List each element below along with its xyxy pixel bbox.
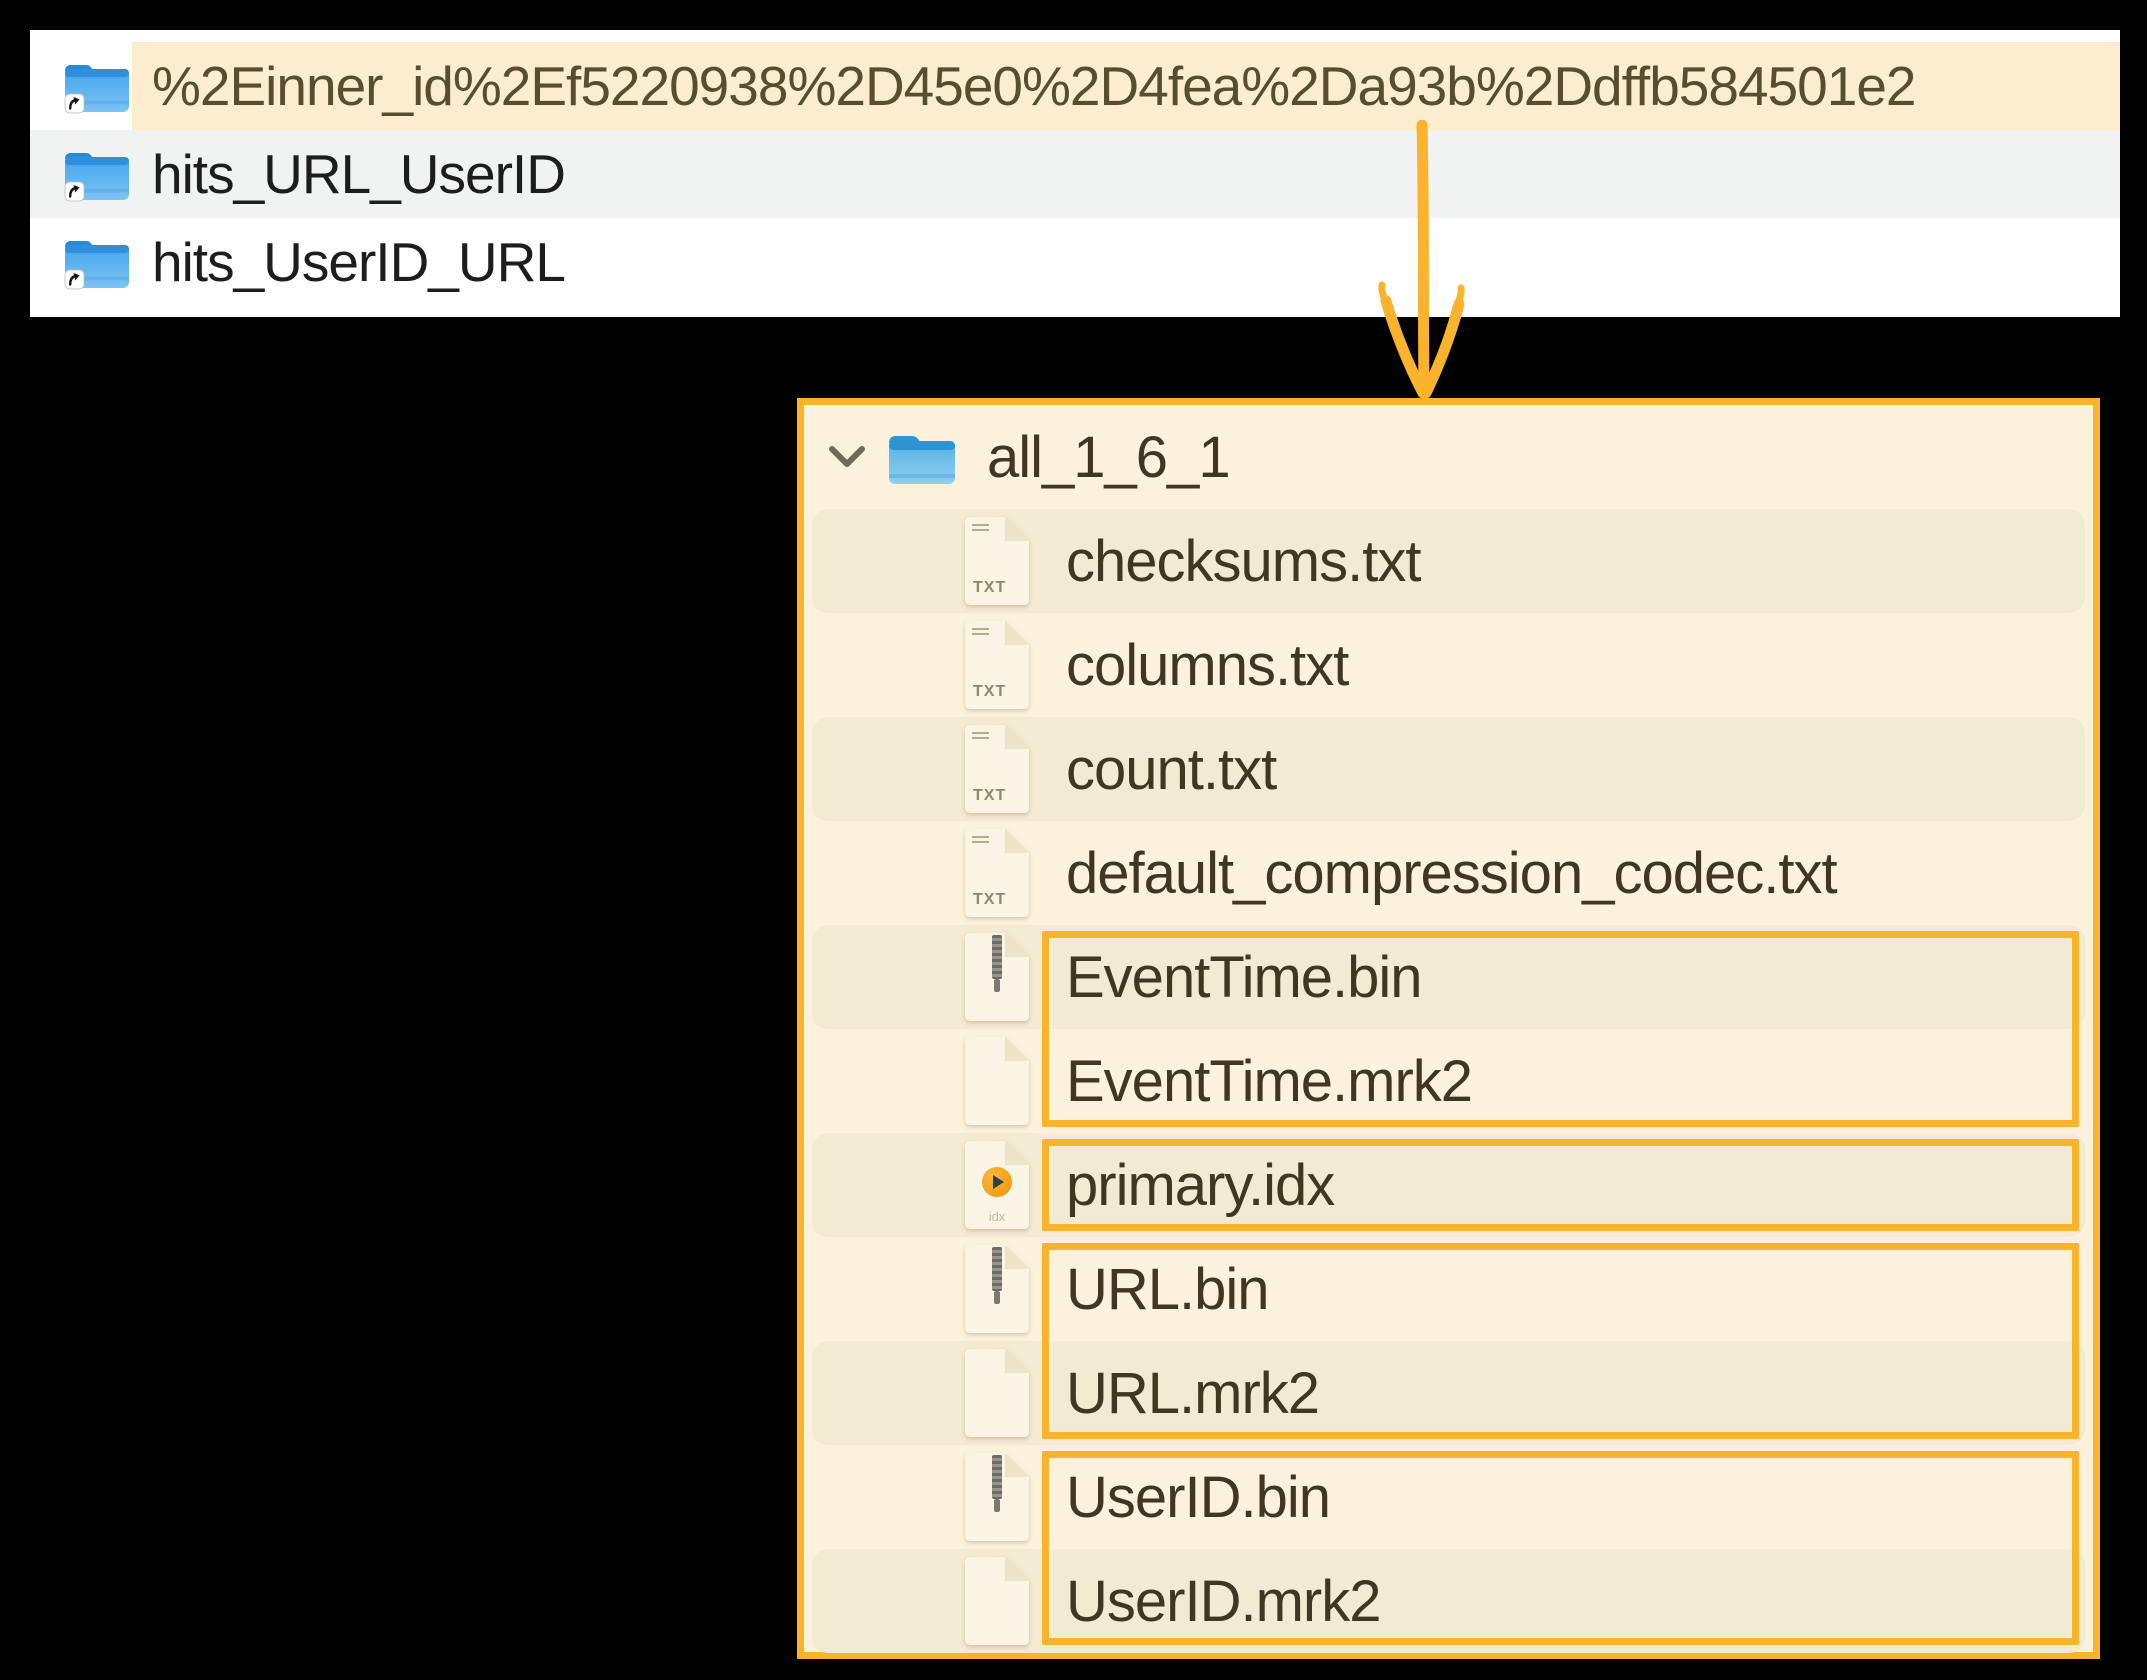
tree-row[interactable]: TXT idx checksums.txt xyxy=(812,509,2085,613)
file-name: default_compression_codec.txt xyxy=(1066,840,1838,906)
txt-file-icon: TXT idx xyxy=(965,725,1029,813)
file-name: checksums.txt xyxy=(1066,528,1421,594)
tree-row[interactable]: TXT idx EventTime.bin xyxy=(812,925,2085,1029)
finder-list-row[interactable]: hits_URL_UserID xyxy=(30,130,2120,218)
file-name: UserID.bin xyxy=(1066,1464,1331,1530)
mrk-file-icon: TXT idx xyxy=(965,1349,1029,1437)
highlight-box-primary-idx xyxy=(1042,1139,2079,1231)
tree-row[interactable]: TXT idx default_compression_codec.txt xyxy=(812,821,2085,925)
row-label-area: hits_URL_UserID xyxy=(132,130,2120,218)
folder-name: hits_UserID_URL xyxy=(152,231,566,293)
txt-file-icon: TXT idx xyxy=(965,621,1029,709)
alias-folder-icon xyxy=(64,241,129,290)
chevron-down-icon[interactable] xyxy=(825,443,869,471)
finder-list-row[interactable]: hits_UserID_URL xyxy=(30,218,2120,306)
file-name: UserID.mrk2 xyxy=(1066,1568,1381,1634)
tree-row[interactable]: TXT idx columns.txt xyxy=(812,613,2085,717)
idx-file-icon: TXT idx xyxy=(965,1141,1029,1229)
tree-row[interactable]: TXT idx URL.mrk2 xyxy=(812,1341,2085,1445)
zipper-glyph xyxy=(992,1247,1002,1304)
down-arrow-annotation xyxy=(1378,120,1465,399)
highlight-box-url xyxy=(1042,1243,2079,1439)
bin-file-icon: TXT idx xyxy=(965,1453,1029,1541)
bin-file-icon: TXT idx xyxy=(965,933,1029,1021)
alias-arrow-badge xyxy=(64,269,85,290)
file-name: EventTime.mrk2 xyxy=(1066,1048,1473,1114)
row-label-area: %2Einner_id%2Ef5220938%2D45e0%2D4fea%2Da… xyxy=(132,42,2120,130)
file-name: URL.bin xyxy=(1066,1256,1270,1322)
zipper-glyph xyxy=(992,935,1002,992)
file-name: primary.idx xyxy=(1066,1152,1335,1218)
alias-folder-icon xyxy=(64,65,129,114)
mrk-file-icon: TXT idx xyxy=(965,1557,1029,1645)
file-name: count.txt xyxy=(1066,736,1277,802)
tree-row[interactable]: TXT idx primary.idx xyxy=(812,1133,2085,1237)
file-name: URL.mrk2 xyxy=(1066,1360,1320,1426)
tree-row[interactable]: TXT idx URL.bin xyxy=(812,1237,2085,1341)
alias-folder-icon xyxy=(64,153,129,202)
mrk-file-icon: TXT idx xyxy=(965,1037,1029,1125)
tree-rows: TXT idx checksums.txt TXT idx columns.tx… xyxy=(804,509,2093,1653)
folder-name: hits_URL_UserID xyxy=(152,143,566,205)
tree-root-row[interactable]: all_1_6_1 xyxy=(804,405,2093,509)
txt-file-icon: TXT idx xyxy=(965,517,1029,605)
tree-row[interactable]: TXT idx count.txt xyxy=(812,717,2085,821)
part-contents-panel: all_1_6_1 TXT idx checksums.txt TXT idx … xyxy=(797,398,2100,1659)
row-label-area: hits_UserID_URL xyxy=(132,218,2120,306)
bin-file-icon: TXT idx xyxy=(965,1245,1029,1333)
folder-icon xyxy=(889,436,955,484)
tree-row[interactable]: TXT idx EventTime.mrk2 xyxy=(812,1029,2085,1133)
highlight-box-userid xyxy=(1042,1451,2079,1645)
alias-arrow-badge xyxy=(64,181,85,202)
highlight-box-eventtime xyxy=(1042,931,2079,1127)
finder-list: %2Einner_id%2Ef5220938%2D45e0%2D4fea%2Da… xyxy=(30,42,2120,306)
file-name: columns.txt xyxy=(1066,632,1349,698)
folder-name: all_1_6_1 xyxy=(987,424,1231,490)
tree-row[interactable]: TXT idx UserID.bin xyxy=(812,1445,2085,1549)
zipper-glyph xyxy=(992,1455,1002,1512)
index-dot-glyph xyxy=(982,1167,1012,1197)
finder-list-row[interactable]: %2Einner_id%2Ef5220938%2D45e0%2D4fea%2Da… xyxy=(30,42,2120,130)
finder-list-panel: %2Einner_id%2Ef5220938%2D45e0%2D4fea%2Da… xyxy=(30,30,2120,317)
txt-file-icon: TXT idx xyxy=(965,829,1029,917)
folder-name: %2Einner_id%2Ef5220938%2D45e0%2D4fea%2Da… xyxy=(152,55,1916,117)
tree-row[interactable]: TXT idx UserID.mrk2 xyxy=(812,1549,2085,1653)
file-name: EventTime.bin xyxy=(1066,944,1423,1010)
alias-arrow-badge xyxy=(64,93,85,114)
